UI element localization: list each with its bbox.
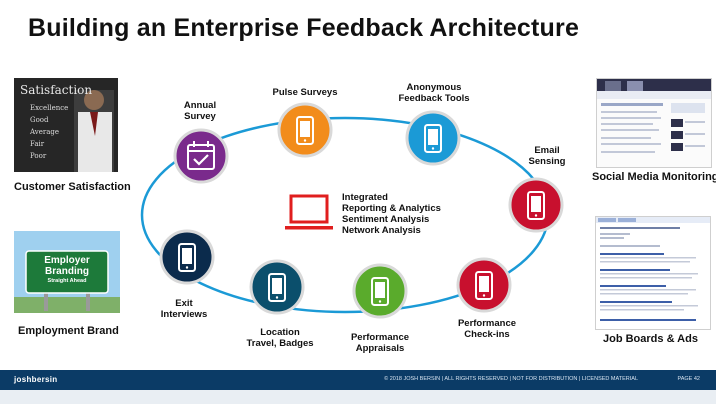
center-analytics-text: Integrated Reporting & Analytics Sentime…: [342, 192, 441, 236]
node-annual-survey: [173, 128, 229, 184]
label-line: Check-ins: [464, 329, 510, 340]
road-sign-illustration: [14, 231, 120, 313]
mobile-icon: [527, 191, 545, 220]
slide-title: Building an Enterprise Feedback Architec…: [28, 14, 580, 42]
label-performance-appraisals: Performance Appraisals: [346, 332, 414, 354]
node-pulse-surveys: [277, 102, 333, 158]
node-exit-interviews: [159, 229, 215, 285]
label-line: Performance: [457, 318, 517, 329]
sign-line: Employer: [44, 255, 90, 266]
label-customer-satisfaction: Customer Satisfaction: [14, 181, 131, 193]
center-line: Integrated: [342, 192, 388, 203]
job-listing-illustration: [596, 217, 710, 321]
label-employment-brand: Employment Brand: [18, 325, 119, 337]
mobile-icon: [371, 277, 389, 306]
node-performance-appraisals: [352, 263, 408, 319]
footer-brand: joshbersin: [14, 375, 58, 384]
center-line: Network Analysis: [342, 225, 421, 236]
label-line: Performance: [350, 332, 410, 343]
chalk-item: Poor: [30, 152, 47, 160]
social-media-monitoring-image: [596, 78, 712, 168]
chalkboard-title: Satisfaction: [20, 83, 93, 97]
label-annual-survey: Annual Survey: [180, 100, 220, 122]
label-line: Survey: [184, 111, 216, 122]
job-boards-ads-image: [595, 216, 711, 330]
chalkboard-list: Excellence Good Average Fair Poor: [30, 102, 68, 162]
customer-satisfaction-image: Satisfaction Excellence Good Average Fai…: [14, 78, 118, 172]
node-email-sensing: [508, 177, 564, 233]
chalk-item: Excellence: [30, 104, 69, 112]
center-line: Reporting & Analytics: [342, 203, 441, 214]
mobile-icon: [424, 124, 442, 153]
laptop-icon: [285, 194, 333, 230]
node-anonymous-feedback-tools: [405, 110, 461, 166]
label-line: Interviews: [160, 309, 208, 320]
chalk-item: Good: [30, 116, 49, 124]
footer-bar: joshbersin © 2018 JOSH BERSIN | ALL RIGH…: [0, 370, 716, 390]
label-line: Sensing: [528, 156, 566, 167]
sign-text: Employer Branding Straight Ahead: [26, 255, 108, 285]
mobile-icon: [178, 243, 196, 272]
center-line: Sentiment Analysis: [342, 214, 430, 225]
label-line: Exit: [175, 298, 193, 309]
label-line: Location: [260, 327, 300, 338]
mobile-icon: [475, 271, 493, 300]
bottom-strip: [0, 390, 716, 404]
label-line: Email: [534, 145, 560, 156]
label-pulse-surveys: Pulse Surveys: [268, 87, 342, 98]
social-page-illustration: [597, 79, 711, 153]
node-location-travel-badges: [249, 259, 305, 315]
label-anonymous-feedback-tools: Anonymous Feedback Tools: [396, 82, 472, 104]
label-line: Travel, Badges: [246, 338, 314, 349]
label-line: Appraisals: [355, 343, 405, 354]
chalk-item: Fair: [30, 140, 45, 148]
mobile-icon: [296, 116, 314, 145]
footer-copyright: © 2018 JOSH BERSIN | ALL RIGHTS RESERVED…: [384, 376, 638, 382]
label-social-media-monitoring: Social Media Monitoring: [592, 171, 716, 183]
label-line: Annual: [183, 100, 217, 111]
employment-brand-image: Employer Branding Straight Ahead: [14, 231, 120, 313]
label-line: Anonymous: [406, 82, 462, 93]
footer-page-number: PAGE 42: [677, 376, 700, 382]
label-performance-check-ins: Performance Check-ins: [454, 318, 520, 340]
calendar-check-icon: [187, 141, 215, 170]
label-job-boards-ads: Job Boards & Ads: [603, 333, 698, 345]
mobile-icon: [268, 273, 286, 302]
chalk-item: Average: [30, 128, 60, 136]
node-performance-check-ins: [456, 257, 512, 313]
sign-line: Branding: [45, 266, 89, 277]
label-location-travel-badges: Location Travel, Badges: [244, 327, 316, 349]
label-line: Pulse Surveys: [272, 87, 338, 98]
sign-subtext: Straight Ahead: [47, 278, 87, 284]
label-exit-interviews: Exit Interviews: [158, 298, 210, 320]
label-email-sensing: Email Sensing: [524, 145, 570, 167]
label-line: Feedback Tools: [398, 93, 470, 104]
chalkboard-illustration: [14, 78, 118, 172]
